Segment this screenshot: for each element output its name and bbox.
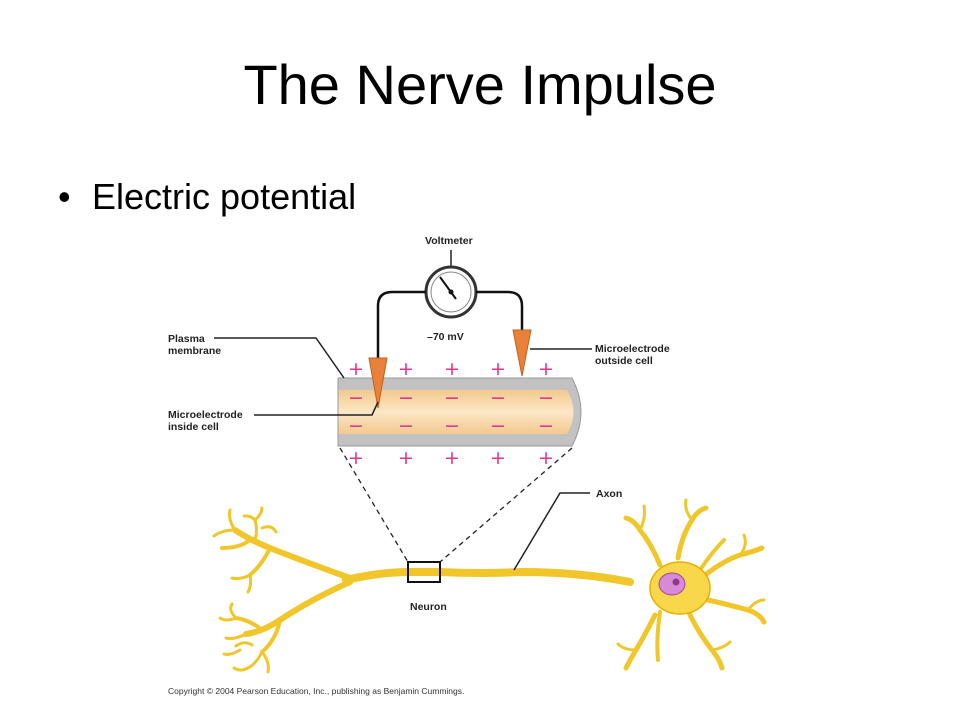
svg-text:+: +	[444, 447, 460, 469]
svg-text:−: −	[538, 415, 554, 437]
svg-text:−: −	[398, 415, 414, 437]
svg-text:+: +	[398, 358, 414, 380]
voltmeter-needle	[439, 276, 457, 300]
svg-text:+: +	[444, 358, 460, 380]
microelectrode-outside	[512, 329, 532, 377]
inside-charges-top: − − − − −	[348, 387, 554, 409]
outside-charges-bottom: + + + + +	[348, 447, 554, 469]
axon-zoom-box	[407, 561, 441, 583]
electrode-inside-label-2: inside cell	[168, 421, 219, 433]
electrode-outside-label-1: Microelectrode	[595, 343, 670, 355]
outside-charges-top: + + + + +	[348, 358, 554, 380]
microelectrode-inside	[368, 357, 388, 409]
svg-text:−: −	[348, 415, 364, 437]
svg-text:−: −	[490, 387, 506, 409]
bullet-text: Electric potential	[92, 176, 357, 217]
svg-text:+: +	[490, 358, 506, 380]
electrode-outside-label-2: outside cell	[595, 355, 653, 367]
zoom-line-right	[439, 447, 573, 563]
svg-text:+: +	[490, 447, 506, 469]
bullet-item: • Electric potential	[58, 176, 356, 218]
svg-text:−: −	[444, 387, 460, 409]
wire-outside	[476, 290, 524, 332]
plasma-membrane-label-1: Plasma	[168, 333, 205, 345]
bullet-dot: •	[58, 176, 71, 217]
voltage-reading: –70 mV	[427, 331, 464, 343]
svg-text:+: +	[348, 447, 364, 469]
nucleus	[658, 572, 686, 596]
inside-charges-bottom: − − − − −	[348, 415, 554, 437]
plasma-membrane-label-2: membrane	[168, 345, 221, 357]
plasma-membrane-leader	[214, 337, 345, 379]
svg-text:+: +	[348, 358, 364, 380]
axon-leader	[513, 492, 590, 571]
electrode-inside-leader	[254, 401, 379, 416]
svg-text:−: −	[444, 415, 460, 437]
slide-title: The Nerve Impulse	[243, 53, 717, 116]
svg-text:+: +	[538, 358, 554, 380]
axon-cytoplasm	[338, 390, 574, 434]
neuron-label: Neuron	[410, 601, 447, 613]
axon-label: Axon	[596, 488, 622, 500]
voltmeter-label: Voltmeter	[425, 235, 473, 247]
svg-text:−: −	[348, 387, 364, 409]
zoom-line-left	[339, 447, 409, 563]
svg-text:−: −	[538, 387, 554, 409]
svg-text:+: +	[398, 447, 414, 469]
copyright-text: Copyright © 2004 Pearson Education, Inc.…	[168, 686, 464, 696]
wire-inside	[376, 290, 426, 360]
electrode-inside-label-1: Microelectrode	[168, 409, 243, 421]
svg-text:+: +	[538, 447, 554, 469]
svg-text:−: −	[490, 415, 506, 437]
svg-text:−: −	[398, 387, 414, 409]
neuron	[212, 498, 767, 674]
